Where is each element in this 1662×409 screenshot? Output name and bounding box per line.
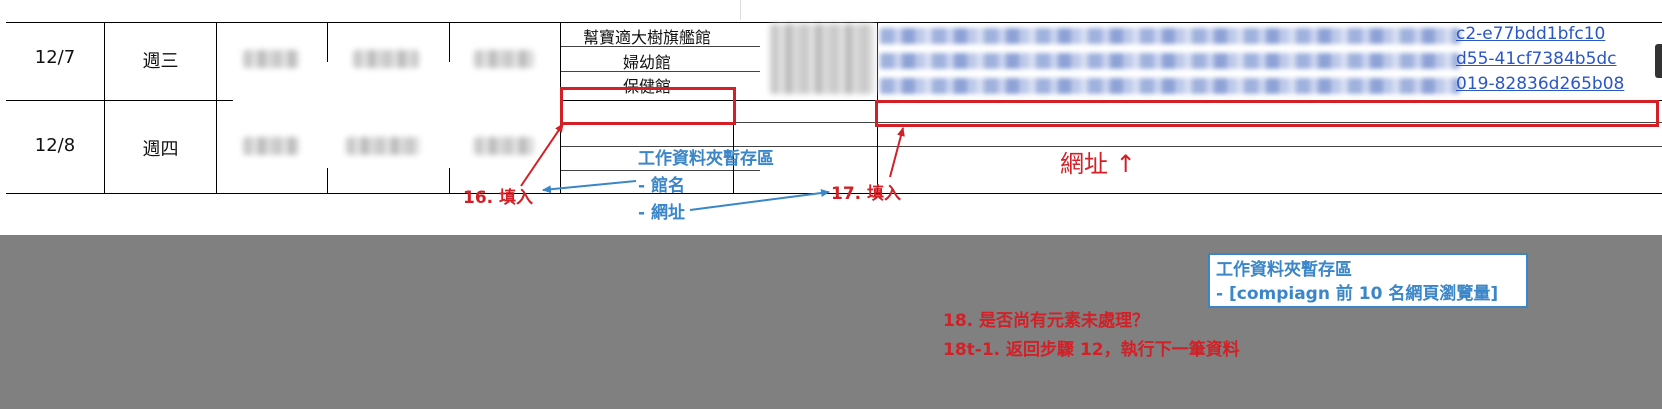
url-arrow-label: 網址 ↑ xyxy=(1060,150,1136,178)
redacted-link xyxy=(880,78,1460,94)
grid-col-divider xyxy=(104,22,105,194)
redacted-value xyxy=(243,137,299,155)
step-18t1-instruction: 18t-1. 返回步驟 12，執行下一筆資料 xyxy=(943,340,1240,360)
grid-sub-divider xyxy=(560,71,760,72)
grid-sub-divider xyxy=(560,122,1662,123)
grid-col-divider xyxy=(327,22,328,62)
grid-row-divider xyxy=(6,100,233,101)
grid-top-border xyxy=(6,22,1662,23)
redacted-value xyxy=(353,50,419,68)
grid-sub-divider xyxy=(560,146,1662,147)
redacted-value xyxy=(474,50,534,68)
scrollbar-handle[interactable] xyxy=(1655,44,1662,78)
venue-name[interactable]: 保健館 xyxy=(622,77,671,96)
workspace-item-url: - 網址 xyxy=(638,203,685,223)
arrow-url xyxy=(689,189,830,211)
arrow-name xyxy=(542,180,637,194)
workspace-title: 工作資料夾暫存區 xyxy=(638,149,774,169)
redacted-value xyxy=(474,137,534,155)
redacted-link xyxy=(880,53,1460,69)
grid-col-divider xyxy=(733,100,734,194)
grid-bottom-border xyxy=(6,193,1662,194)
date-cell[interactable]: 12/8 xyxy=(34,135,76,156)
workspace-callout: 工作資料夾暫存區 - [compiagn 前 10 名網頁瀏覽量] xyxy=(1208,253,1528,308)
grid-sub-divider xyxy=(560,170,760,171)
grid-col-divider xyxy=(449,22,450,62)
weekday-cell[interactable]: 週四 xyxy=(142,139,179,160)
grid-col-divider xyxy=(327,168,328,194)
grid-col-divider xyxy=(449,168,450,194)
venue-name[interactable]: 幫寶適大樹旗艦館 xyxy=(582,28,711,47)
window-separator xyxy=(740,0,741,20)
step-16-label: 16. 填入 xyxy=(463,188,534,208)
url-link[interactable]: d55-41cf7384b5dc xyxy=(1456,49,1617,69)
callout-title: 工作資料夾暫存區 xyxy=(1216,260,1352,280)
url-link[interactable]: c2-e77bdd1bfc10 xyxy=(1456,24,1606,44)
date-cell[interactable]: 12/7 xyxy=(34,47,76,68)
redacted-link xyxy=(880,28,1460,44)
arrow-17 xyxy=(889,127,905,178)
redacted-value xyxy=(243,50,299,68)
venue-name[interactable]: 婦幼館 xyxy=(622,53,671,72)
grid-sub-divider xyxy=(560,46,760,47)
step-18-question: 18. 是否尚有元素未處理？ xyxy=(943,311,1150,331)
url-fill-highlight xyxy=(875,100,1659,127)
url-link[interactable]: 019-82836d265b08 xyxy=(1456,74,1625,94)
callout-item: - [compiagn 前 10 名網頁瀏覽量] xyxy=(1216,284,1499,304)
grid-col-divider xyxy=(216,22,217,194)
redacted-image xyxy=(770,24,875,94)
venue-fill-highlight xyxy=(560,87,736,125)
step-17-label: 17. 填入 xyxy=(831,184,902,204)
arrow-16 xyxy=(520,123,564,187)
weekday-cell[interactable]: 週三 xyxy=(142,51,179,72)
redacted-value xyxy=(346,137,420,155)
workspace-item-name: - 館名 xyxy=(638,176,685,196)
